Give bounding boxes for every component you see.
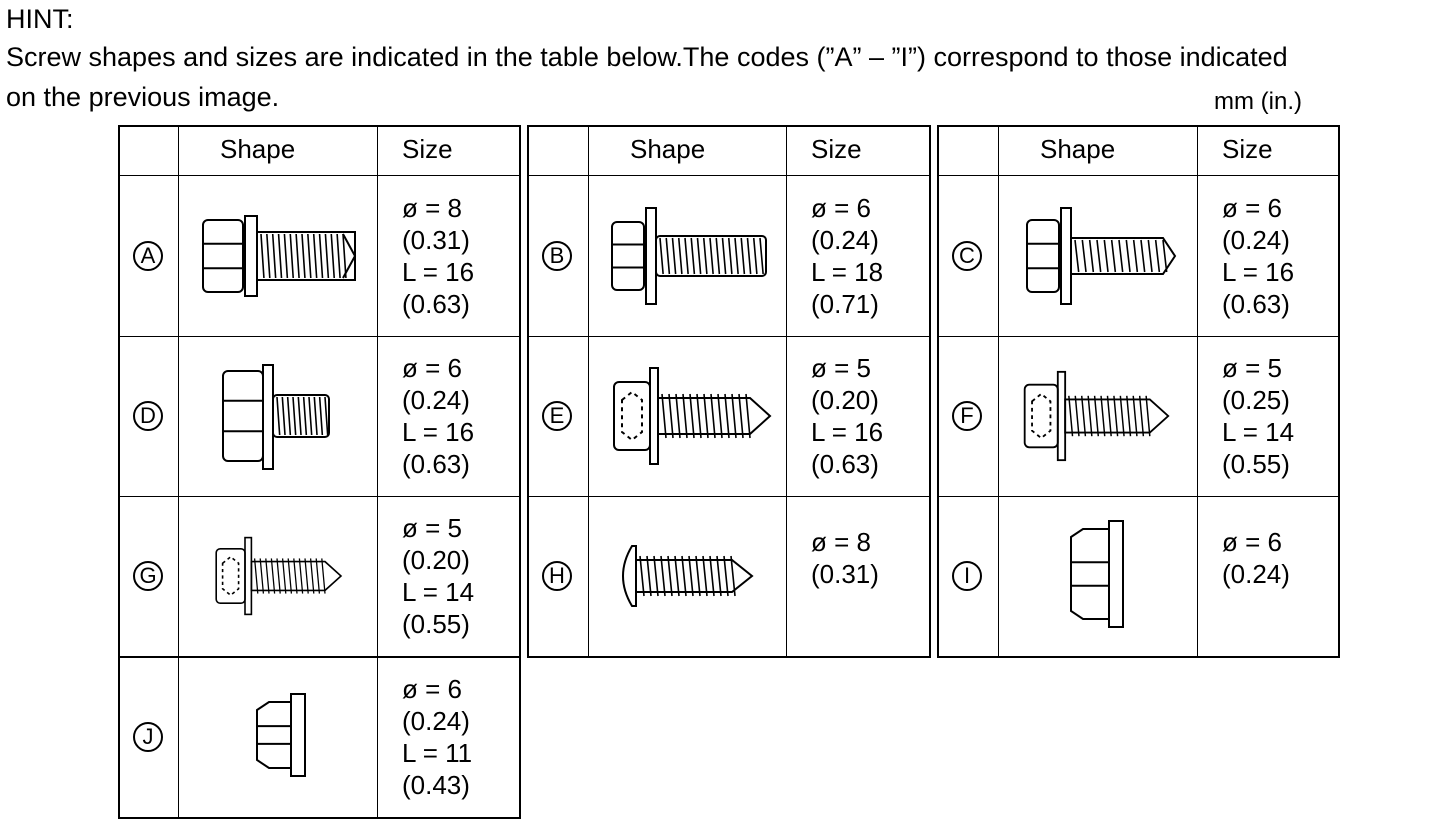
size-value: (0.24) bbox=[1222, 559, 1290, 589]
flange-bolt-icon bbox=[193, 351, 363, 486]
size-value: (0.31) bbox=[811, 559, 879, 589]
table-block-1-extra-row bbox=[118, 656, 521, 819]
size-value: (0.24) bbox=[1222, 224, 1290, 255]
header-shape: Shape bbox=[220, 134, 296, 164]
size-value: (0.20) bbox=[402, 545, 470, 575]
size-value: L = 11 bbox=[402, 737, 473, 768]
row-divider bbox=[118, 175, 521, 176]
header-size: Size bbox=[811, 134, 862, 164]
size-value: ø = 5 bbox=[811, 353, 871, 383]
size-value: ø = 6 bbox=[1222, 527, 1282, 557]
hex-washer-tapping-screw-icon bbox=[193, 516, 363, 641]
hex-washer-tapping-screw-icon bbox=[602, 356, 772, 481]
hint-text-line-2: on the previous image. bbox=[6, 82, 280, 112]
units-label: mm (in.) bbox=[1214, 88, 1302, 115]
code-i-circle: I bbox=[952, 561, 982, 591]
code-e-circle: E bbox=[542, 401, 572, 431]
column-divider bbox=[588, 125, 589, 656]
size-value: (0.25) bbox=[1222, 385, 1290, 415]
size-value: (0.31) bbox=[402, 224, 470, 255]
code-d-circle: D bbox=[133, 401, 163, 431]
size-value: L = 14 bbox=[1222, 417, 1295, 447]
size-value: (0.24) bbox=[402, 705, 470, 736]
flange-nut-icon bbox=[193, 672, 363, 807]
size-value: (0.55) bbox=[402, 609, 470, 639]
flange-nut-icon bbox=[1013, 511, 1183, 646]
size-value: (0.43) bbox=[402, 769, 470, 800]
code-g-circle: G bbox=[133, 561, 163, 591]
code-c-circle: C bbox=[952, 240, 982, 271]
size-value: L = 16 bbox=[1222, 256, 1295, 287]
size-value: (0.24) bbox=[402, 385, 470, 415]
column-divider bbox=[178, 125, 179, 656]
size-value: (0.55) bbox=[1222, 449, 1290, 479]
table-block-2 bbox=[527, 125, 931, 658]
column-divider bbox=[178, 656, 179, 817]
row-divider bbox=[527, 336, 931, 337]
size-value: ø = 6 bbox=[1222, 192, 1282, 223]
size-value: ø = 8 bbox=[402, 192, 462, 223]
header-shape: Shape bbox=[1040, 134, 1116, 164]
size-value: (0.71) bbox=[811, 288, 879, 319]
size-value: (0.20) bbox=[811, 385, 879, 415]
size-value: L = 14 bbox=[402, 577, 475, 607]
hex-bolt-with-washer-icon bbox=[602, 196, 772, 321]
code-h-circle: H bbox=[542, 561, 572, 591]
size-value: ø = 6 bbox=[402, 673, 462, 704]
size-value: ø = 6 bbox=[811, 192, 871, 223]
size-value: (0.63) bbox=[402, 288, 470, 319]
row-divider bbox=[937, 175, 1340, 176]
hint-text-line-1: Screw shapes and sizes are indicated in … bbox=[6, 42, 1288, 72]
size-value: (0.63) bbox=[402, 449, 470, 479]
hex-washer-tapping-screw-icon bbox=[1013, 356, 1183, 481]
column-divider bbox=[786, 125, 787, 656]
row-divider bbox=[937, 336, 1340, 337]
row-divider bbox=[527, 496, 931, 497]
header-size: Size bbox=[402, 134, 453, 164]
column-divider bbox=[377, 656, 378, 817]
column-divider bbox=[377, 125, 378, 656]
row-divider bbox=[118, 496, 521, 497]
size-value: ø = 6 bbox=[402, 353, 462, 383]
size-value: (0.63) bbox=[811, 449, 879, 479]
size-value: (0.63) bbox=[1222, 288, 1290, 319]
pan-head-tapping-screw-icon bbox=[602, 516, 772, 641]
table-block-3 bbox=[937, 125, 1340, 658]
row-divider bbox=[118, 336, 521, 337]
size-value: ø = 5 bbox=[1222, 353, 1282, 383]
hex-tapping-screw-icon bbox=[1013, 196, 1183, 321]
code-j-circle: J bbox=[133, 721, 163, 752]
header-shape: Shape bbox=[630, 134, 706, 164]
code-b-circle: B bbox=[542, 240, 572, 271]
flange-bolt-with-washer-icon bbox=[193, 196, 363, 321]
column-divider bbox=[1197, 125, 1198, 656]
size-value: L = 16 bbox=[811, 417, 884, 447]
hint-title: HINT: bbox=[6, 4, 74, 34]
code-a-circle: A bbox=[133, 240, 163, 271]
size-value: L = 16 bbox=[402, 256, 475, 287]
row-divider bbox=[527, 175, 931, 176]
size-value: ø = 5 bbox=[402, 513, 462, 543]
size-value: (0.24) bbox=[811, 224, 879, 255]
size-value: ø = 8 bbox=[811, 527, 871, 557]
code-f-circle: F bbox=[952, 401, 982, 431]
size-value: L = 16 bbox=[402, 417, 475, 447]
size-value: L = 18 bbox=[811, 256, 884, 287]
column-divider bbox=[998, 125, 999, 656]
header-size: Size bbox=[1222, 134, 1273, 164]
row-divider bbox=[937, 496, 1340, 497]
